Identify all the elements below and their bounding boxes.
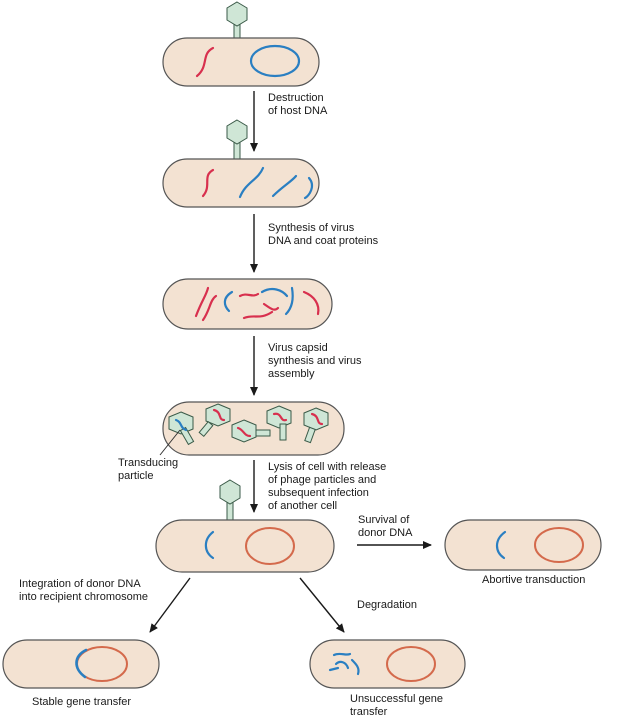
cell-3-synthesis: [162, 278, 333, 330]
transducing-particle: [168, 411, 195, 446]
host-dna-fragment: [195, 46, 215, 78]
donor-dna: [204, 530, 215, 560]
step-label-integration: Integration of donor DNA into recipient …: [19, 578, 149, 603]
step-label-assembly: Virus capsid synthesis and virus assembl…: [268, 342, 362, 380]
callout-transducing-particle: Transducing particle: [118, 457, 179, 482]
host-dna-fragment: [238, 166, 265, 199]
bacterial-cell: [162, 158, 320, 208]
step-label-degradation: Degradation: [357, 599, 417, 611]
host-dna-fragment: [271, 174, 298, 198]
stable-cell: [2, 639, 160, 689]
bacterial-cell: [2, 639, 160, 689]
unsuccessful-cell: [309, 639, 466, 689]
phage-icon: [219, 479, 241, 525]
step-label-lysis: Lysis of cell with release of phage part…: [268, 461, 387, 512]
bacterial-cell: [162, 37, 320, 87]
phage-particle: [198, 403, 231, 437]
recipient-chromosome: [245, 527, 295, 565]
donor-dna: [495, 530, 507, 560]
recipient-chromosome: [386, 646, 436, 682]
arrow-degradation: [299, 577, 345, 633]
bacterial-cell: [162, 278, 333, 330]
phage-icon: [226, 1, 248, 42]
phage-particle: [303, 407, 329, 444]
outcome-unsuccessful: Unsuccessful gene transfer: [350, 693, 443, 718]
host-dna-fragment: [303, 176, 313, 200]
phage-particle: [231, 419, 271, 443]
integrated-donor-dna: [75, 648, 88, 679]
recipient-cell: [155, 479, 335, 573]
phage-particle: [266, 405, 292, 441]
arrow-integration: [149, 577, 191, 633]
outcome-stable: Stable gene transfer: [32, 696, 132, 708]
host-chromosome: [249, 44, 301, 78]
bacterial-cell: [444, 519, 602, 571]
cell-4-assembly: [159, 401, 345, 456]
recipient-chromosome: [534, 527, 584, 563]
outcome-abortive: Abortive transduction: [482, 574, 586, 586]
step-label-synthesis: Synthesis of virus DNA and coat proteins: [268, 222, 379, 247]
cell-1-with-phage: [162, 1, 320, 87]
phage-icon: [226, 119, 248, 162]
host-dna-fragment: [201, 168, 215, 198]
abortive-cell: [444, 519, 602, 571]
step-label-survival: Survival of donor DNA: [358, 514, 413, 539]
step-label-destruction: Destruction of host DNA: [268, 92, 328, 117]
cell-2-with-phage: [162, 119, 320, 208]
callout-leader-line: [159, 429, 181, 456]
